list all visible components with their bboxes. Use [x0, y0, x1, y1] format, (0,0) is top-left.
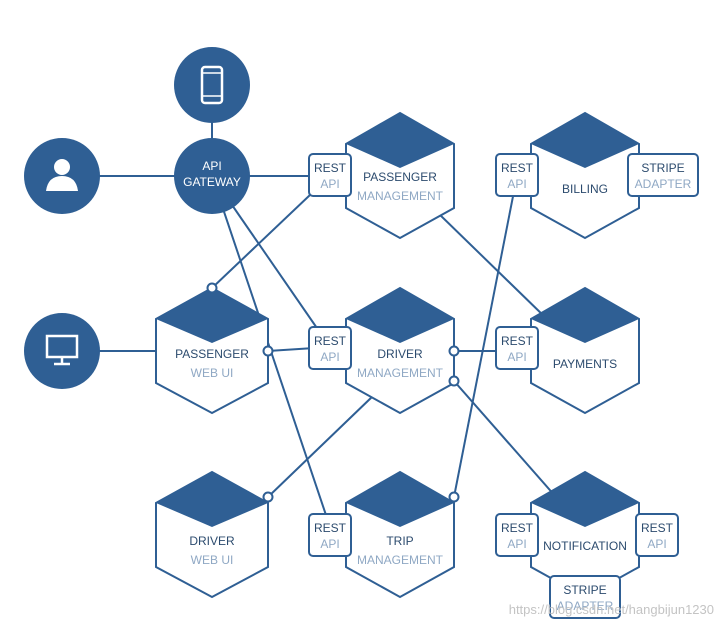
adapter-label: ADAPTER — [635, 177, 692, 191]
rest-api-notification-left[interactable]: REST API — [495, 513, 539, 557]
notification-label: NOTIFICATION — [543, 539, 627, 553]
connector-dot — [448, 345, 460, 357]
api-label: API — [507, 537, 526, 551]
passenger-management-sub: MANAGEMENT — [357, 189, 444, 203]
rest-label: REST — [501, 334, 534, 348]
billing-service[interactable]: BILLING — [530, 111, 640, 240]
rest-api-passenger[interactable]: REST API — [308, 153, 352, 197]
stripe-label: STRIPE — [641, 161, 684, 175]
connector-dot — [206, 282, 218, 294]
driver-management-label: DRIVER — [377, 347, 423, 361]
rest-label: REST — [314, 161, 347, 175]
connector-dot — [448, 375, 460, 387]
user-client — [24, 138, 100, 214]
rest-label: REST — [641, 521, 674, 535]
mobile-client — [174, 47, 250, 123]
gateway-label-line1: API — [202, 159, 221, 173]
rest-api-trip[interactable]: REST API — [308, 513, 352, 557]
line-trip-billing-rest — [453, 175, 518, 498]
driver-web-ui-sub: WEB UI — [191, 553, 234, 567]
billing-label: BILLING — [562, 182, 608, 196]
rest-api-billing[interactable]: REST API — [495, 153, 539, 197]
rest-label: REST — [314, 334, 347, 348]
desktop-client — [24, 313, 100, 389]
rest-api-driver[interactable]: REST API — [308, 326, 352, 370]
passenger-web-ui-label: PASSENGER — [175, 347, 249, 361]
adapter-label: ADAPTER — [557, 599, 614, 613]
api-gateway[interactable]: API GATEWAY — [174, 138, 250, 214]
rest-api-payments[interactable]: REST API — [495, 326, 539, 370]
driver-web-ui-service[interactable]: DRIVER WEB UI — [155, 470, 269, 599]
driver-web-ui-label: DRIVER — [189, 534, 235, 548]
phone-icon — [200, 65, 224, 105]
rest-label: REST — [501, 521, 534, 535]
api-label: API — [647, 537, 666, 551]
api-label: API — [320, 177, 339, 191]
payments-label: PAYMENTS — [553, 357, 617, 371]
passenger-web-ui-service[interactable]: PASSENGER WEB UI — [155, 286, 269, 415]
api-label: API — [320, 350, 339, 364]
stripe-label: STRIPE — [563, 583, 606, 597]
payments-service[interactable]: PAYMENTS — [530, 286, 640, 415]
rest-api-notification-right[interactable]: REST API — [635, 513, 679, 557]
passenger-management-label: PASSENGER — [363, 170, 437, 184]
connector-dot — [448, 491, 460, 503]
user-icon — [46, 159, 78, 191]
gateway-label-line2: GATEWAY — [183, 175, 241, 189]
driver-management-sub: MANAGEMENT — [357, 366, 444, 380]
connector-dots — [206, 282, 460, 503]
passenger-web-ui-sub: WEB UI — [191, 366, 234, 380]
trip-management-label: TRIP — [386, 534, 413, 548]
trip-management-sub: MANAGEMENT — [357, 553, 444, 567]
driver-management-service[interactable]: DRIVER MANAGEMENT — [345, 286, 455, 415]
trip-management-service[interactable]: TRIP MANAGEMENT — [345, 470, 455, 599]
stripe-adapter-billing[interactable]: STRIPE ADAPTER — [627, 153, 699, 197]
stripe-adapter-notification[interactable]: STRIPE ADAPTER — [549, 575, 621, 619]
connector-dot — [262, 345, 274, 357]
passenger-management-service[interactable]: PASSENGER MANAGEMENT — [345, 111, 455, 240]
notification-service[interactable]: NOTIFICATION — [530, 470, 640, 599]
api-label: API — [507, 177, 526, 191]
monitor-icon — [45, 334, 79, 366]
api-label: API — [507, 350, 526, 364]
watermark: https://blog.csdn.net/hangbijun1230 — [509, 602, 714, 617]
rest-label: REST — [501, 161, 534, 175]
rest-label: REST — [314, 521, 347, 535]
connector-dot — [262, 491, 274, 503]
api-label: API — [320, 537, 339, 551]
